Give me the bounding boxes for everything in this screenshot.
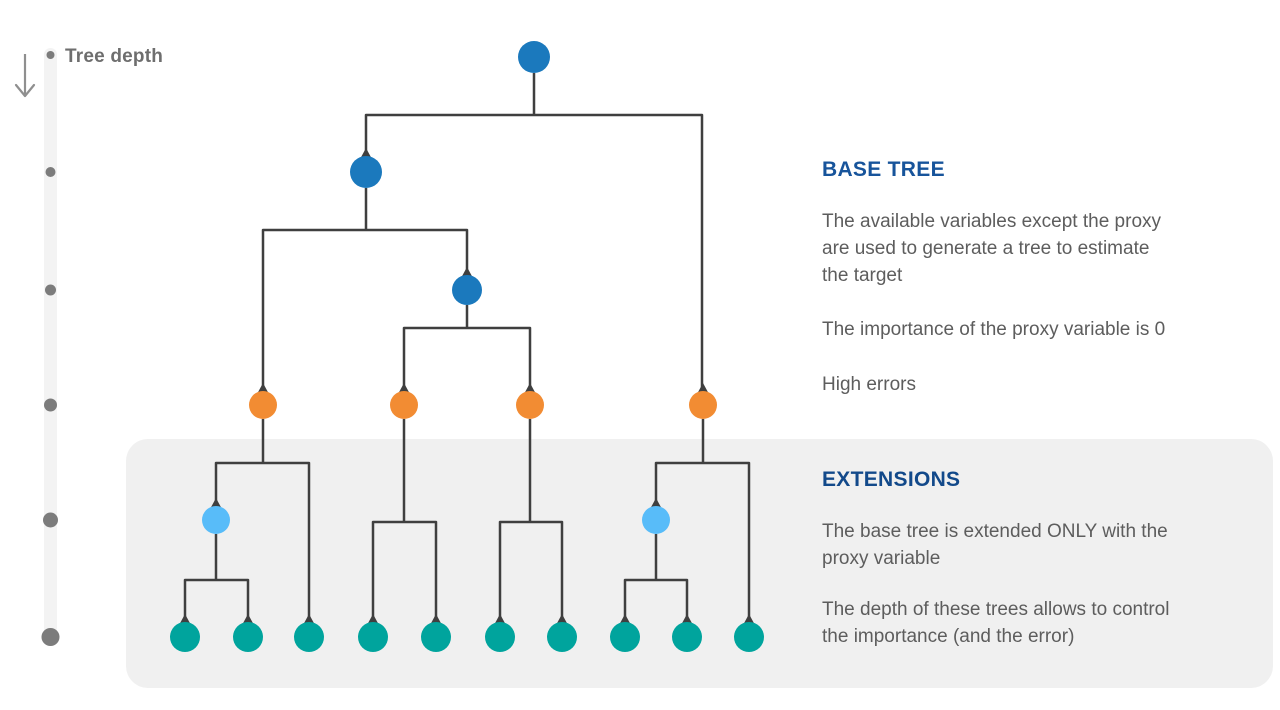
depth-tick-dot [43, 512, 58, 528]
tree-node-o-2 [390, 391, 418, 419]
tree-node-o-1 [249, 391, 277, 419]
branch-joint [397, 383, 411, 395]
base-tree-paragraph: The importance of the proxy variable is … [822, 319, 1166, 340]
branch-joint [256, 383, 270, 395]
depth-tick-dot [44, 398, 57, 412]
extensions-paragraph: The depth of these trees allows to contr… [822, 599, 1170, 647]
branch-connector [364, 73, 704, 391]
base-tree-paragraph: High errors [822, 374, 916, 395]
branch-connector [402, 305, 532, 391]
branch-joint [696, 383, 710, 395]
tree-node-b-2 [452, 275, 482, 305]
base-tree-title: BASE TREE [822, 158, 945, 181]
tree-node-b-1 [350, 156, 382, 188]
extensions-paragraph: The base tree is extended ONLY with the … [822, 521, 1168, 569]
depth-axis-bar [44, 48, 57, 646]
tree-node-o-3 [516, 391, 544, 419]
depth-tick-dot [46, 51, 55, 59]
base-tree-paragraph: The available variables except the proxy… [822, 211, 1162, 286]
branch-joint [523, 383, 537, 395]
down-arrow-icon [14, 54, 36, 98]
tree-node-o-4 [689, 391, 717, 419]
depth-tick-dot [41, 628, 60, 646]
tree-depth-label: Tree depth [65, 46, 164, 67]
tree-node-root [518, 41, 550, 73]
branch-connector [261, 188, 469, 391]
depth-tick-dot [45, 284, 56, 296]
depth-tick-dot [45, 167, 56, 177]
branch-joint [359, 148, 373, 160]
branch-joint [460, 267, 474, 279]
extensions-title: EXTENSIONS [822, 468, 961, 491]
